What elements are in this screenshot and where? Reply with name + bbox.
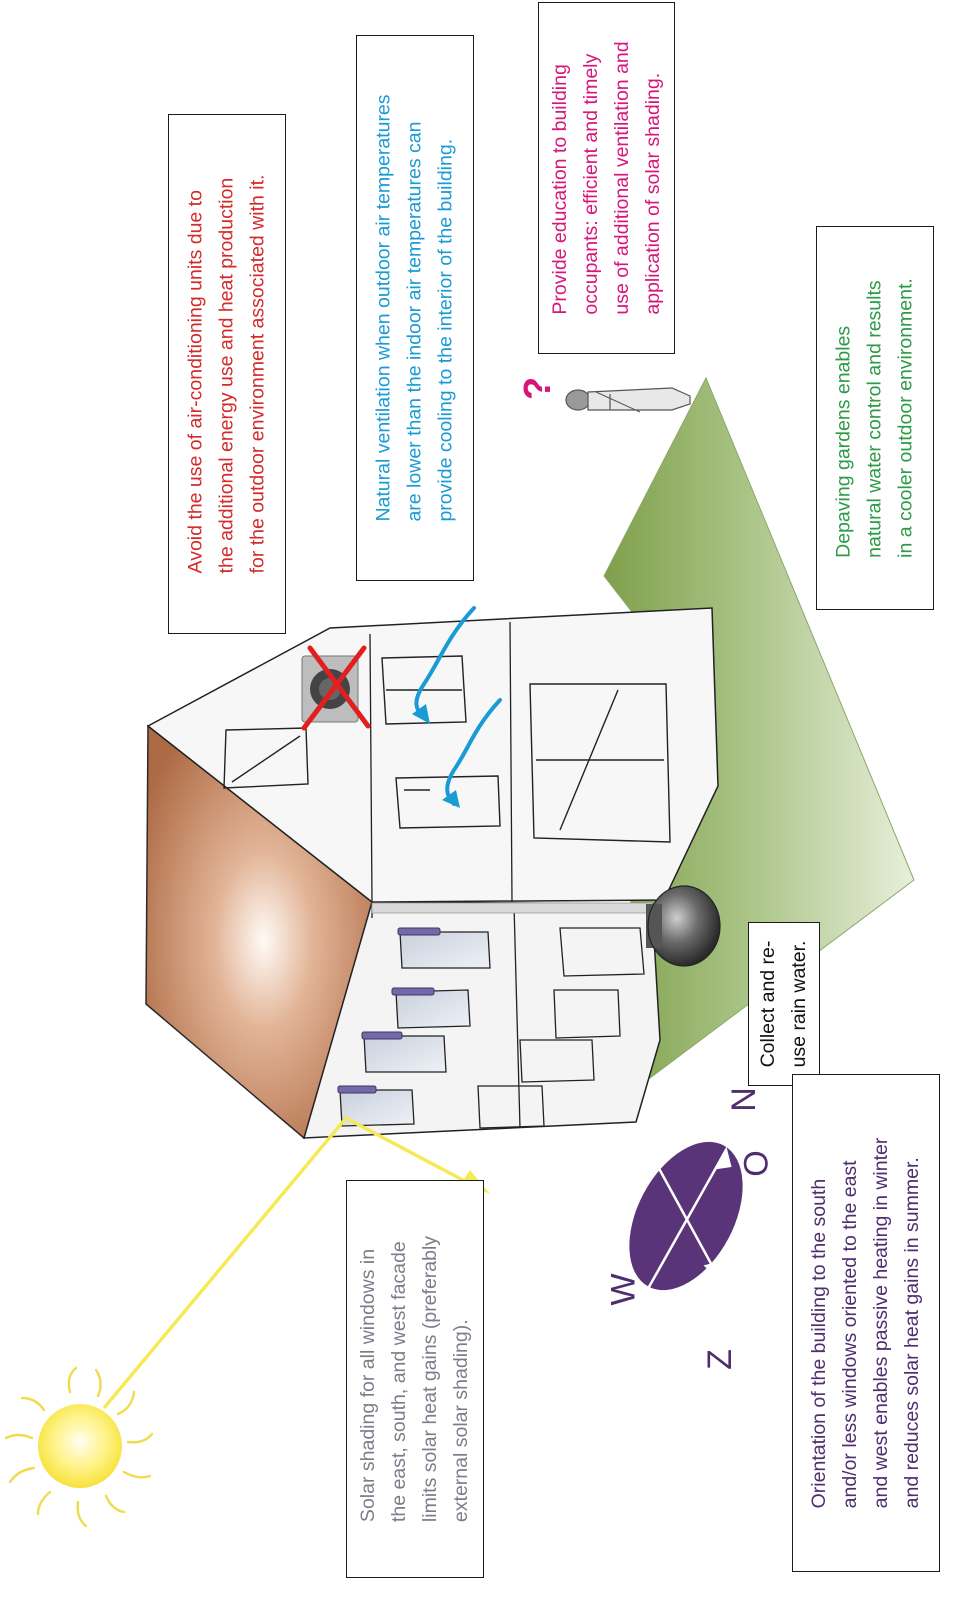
question-mark-icon: ? xyxy=(517,377,559,400)
note-depaving: Depaving gardens enables natural water c… xyxy=(816,226,934,610)
air-conditioner-icon xyxy=(301,645,371,731)
note-air-conditioning: Avoid the use of air-conditioning units … xyxy=(168,114,286,634)
rain-barrel-icon xyxy=(646,885,721,967)
front-windows xyxy=(337,927,645,1129)
compass-west-label: W xyxy=(604,1273,643,1306)
gutter xyxy=(371,902,653,914)
note-rain-water: Collect and re- use rain water. xyxy=(748,922,820,1086)
note-orientation: Orientation of the building to the south… xyxy=(792,1074,940,1572)
note-education: Provide education to building occupants:… xyxy=(538,2,675,354)
compass-icon xyxy=(629,1141,743,1313)
note-natural-ventilation: Natural ventilation when outdoor air tem… xyxy=(356,35,474,581)
compass-east-label: O xyxy=(737,1150,776,1177)
svg-text:?: ? xyxy=(517,377,559,400)
side-windows xyxy=(223,655,671,843)
airflow-arrow-icon xyxy=(412,606,502,808)
occupant-figure-icon xyxy=(565,387,691,413)
compass-north-label: N xyxy=(724,1087,763,1112)
note-solar-shading: Solar shading for all windows in the eas… xyxy=(346,1180,484,1578)
sun-icon xyxy=(4,1366,154,1528)
compass-south-label: Z xyxy=(700,1349,739,1370)
